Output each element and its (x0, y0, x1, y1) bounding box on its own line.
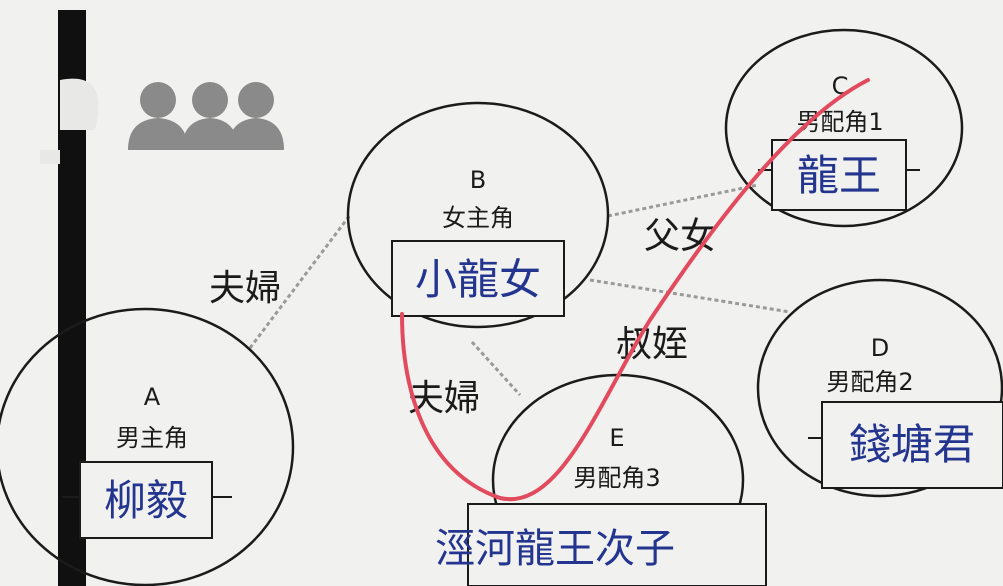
line-b-e (470, 340, 522, 397)
node-a: A 男主角 柳毅 (104, 383, 188, 525)
people-group-icon (128, 82, 284, 150)
node-e-name-box (467, 503, 767, 586)
node-b: B 女主角 小龍女 (415, 166, 541, 304)
marker-stroke (400, 78, 870, 502)
node-d-role: 男配角2 (826, 368, 913, 396)
node-d-letter: D (871, 334, 889, 362)
node-b-circle (346, 101, 610, 329)
node-e-role: 男配角3 (573, 464, 660, 492)
node-c-name: 龍王 (797, 151, 881, 200)
node-a-role: 男主角 (116, 424, 188, 452)
node-d-circle (756, 278, 1003, 498)
relation-label-b-c: 父女 (644, 216, 716, 257)
relation-label-a-b: 夫婦 (209, 268, 281, 309)
line-b-d (589, 278, 791, 314)
node-c: C 男配角1 龍王 (796, 72, 883, 200)
node-e-letter: E (609, 424, 624, 452)
node-d-name: 錢塘君 (849, 420, 975, 469)
node-a-circle (0, 307, 295, 586)
node-e: E 男配角3 涇河龍王次子 (435, 424, 675, 572)
node-b-name: 小龍女 (415, 255, 541, 304)
node-d: D 男配角2 錢塘君 (826, 334, 975, 469)
node-a-letter: A (144, 383, 161, 411)
node-c-name-box (771, 139, 907, 211)
node-b-letter: B (470, 166, 486, 194)
node-c-circle (724, 28, 964, 228)
node-b-role: 女主角 (442, 204, 514, 232)
node-e-name: 涇河龍王次子 (435, 526, 675, 572)
relation-lines (248, 183, 791, 397)
node-b-name-box (391, 240, 565, 317)
node-a-name-box (79, 461, 213, 539)
binder-tab (40, 150, 60, 164)
relation-label-b-e: 夫婦 (408, 378, 480, 419)
node-a-name: 柳毅 (104, 476, 188, 525)
binder-hole (60, 78, 99, 130)
line-b-c (607, 183, 759, 218)
node-d-name-box (821, 401, 1003, 489)
